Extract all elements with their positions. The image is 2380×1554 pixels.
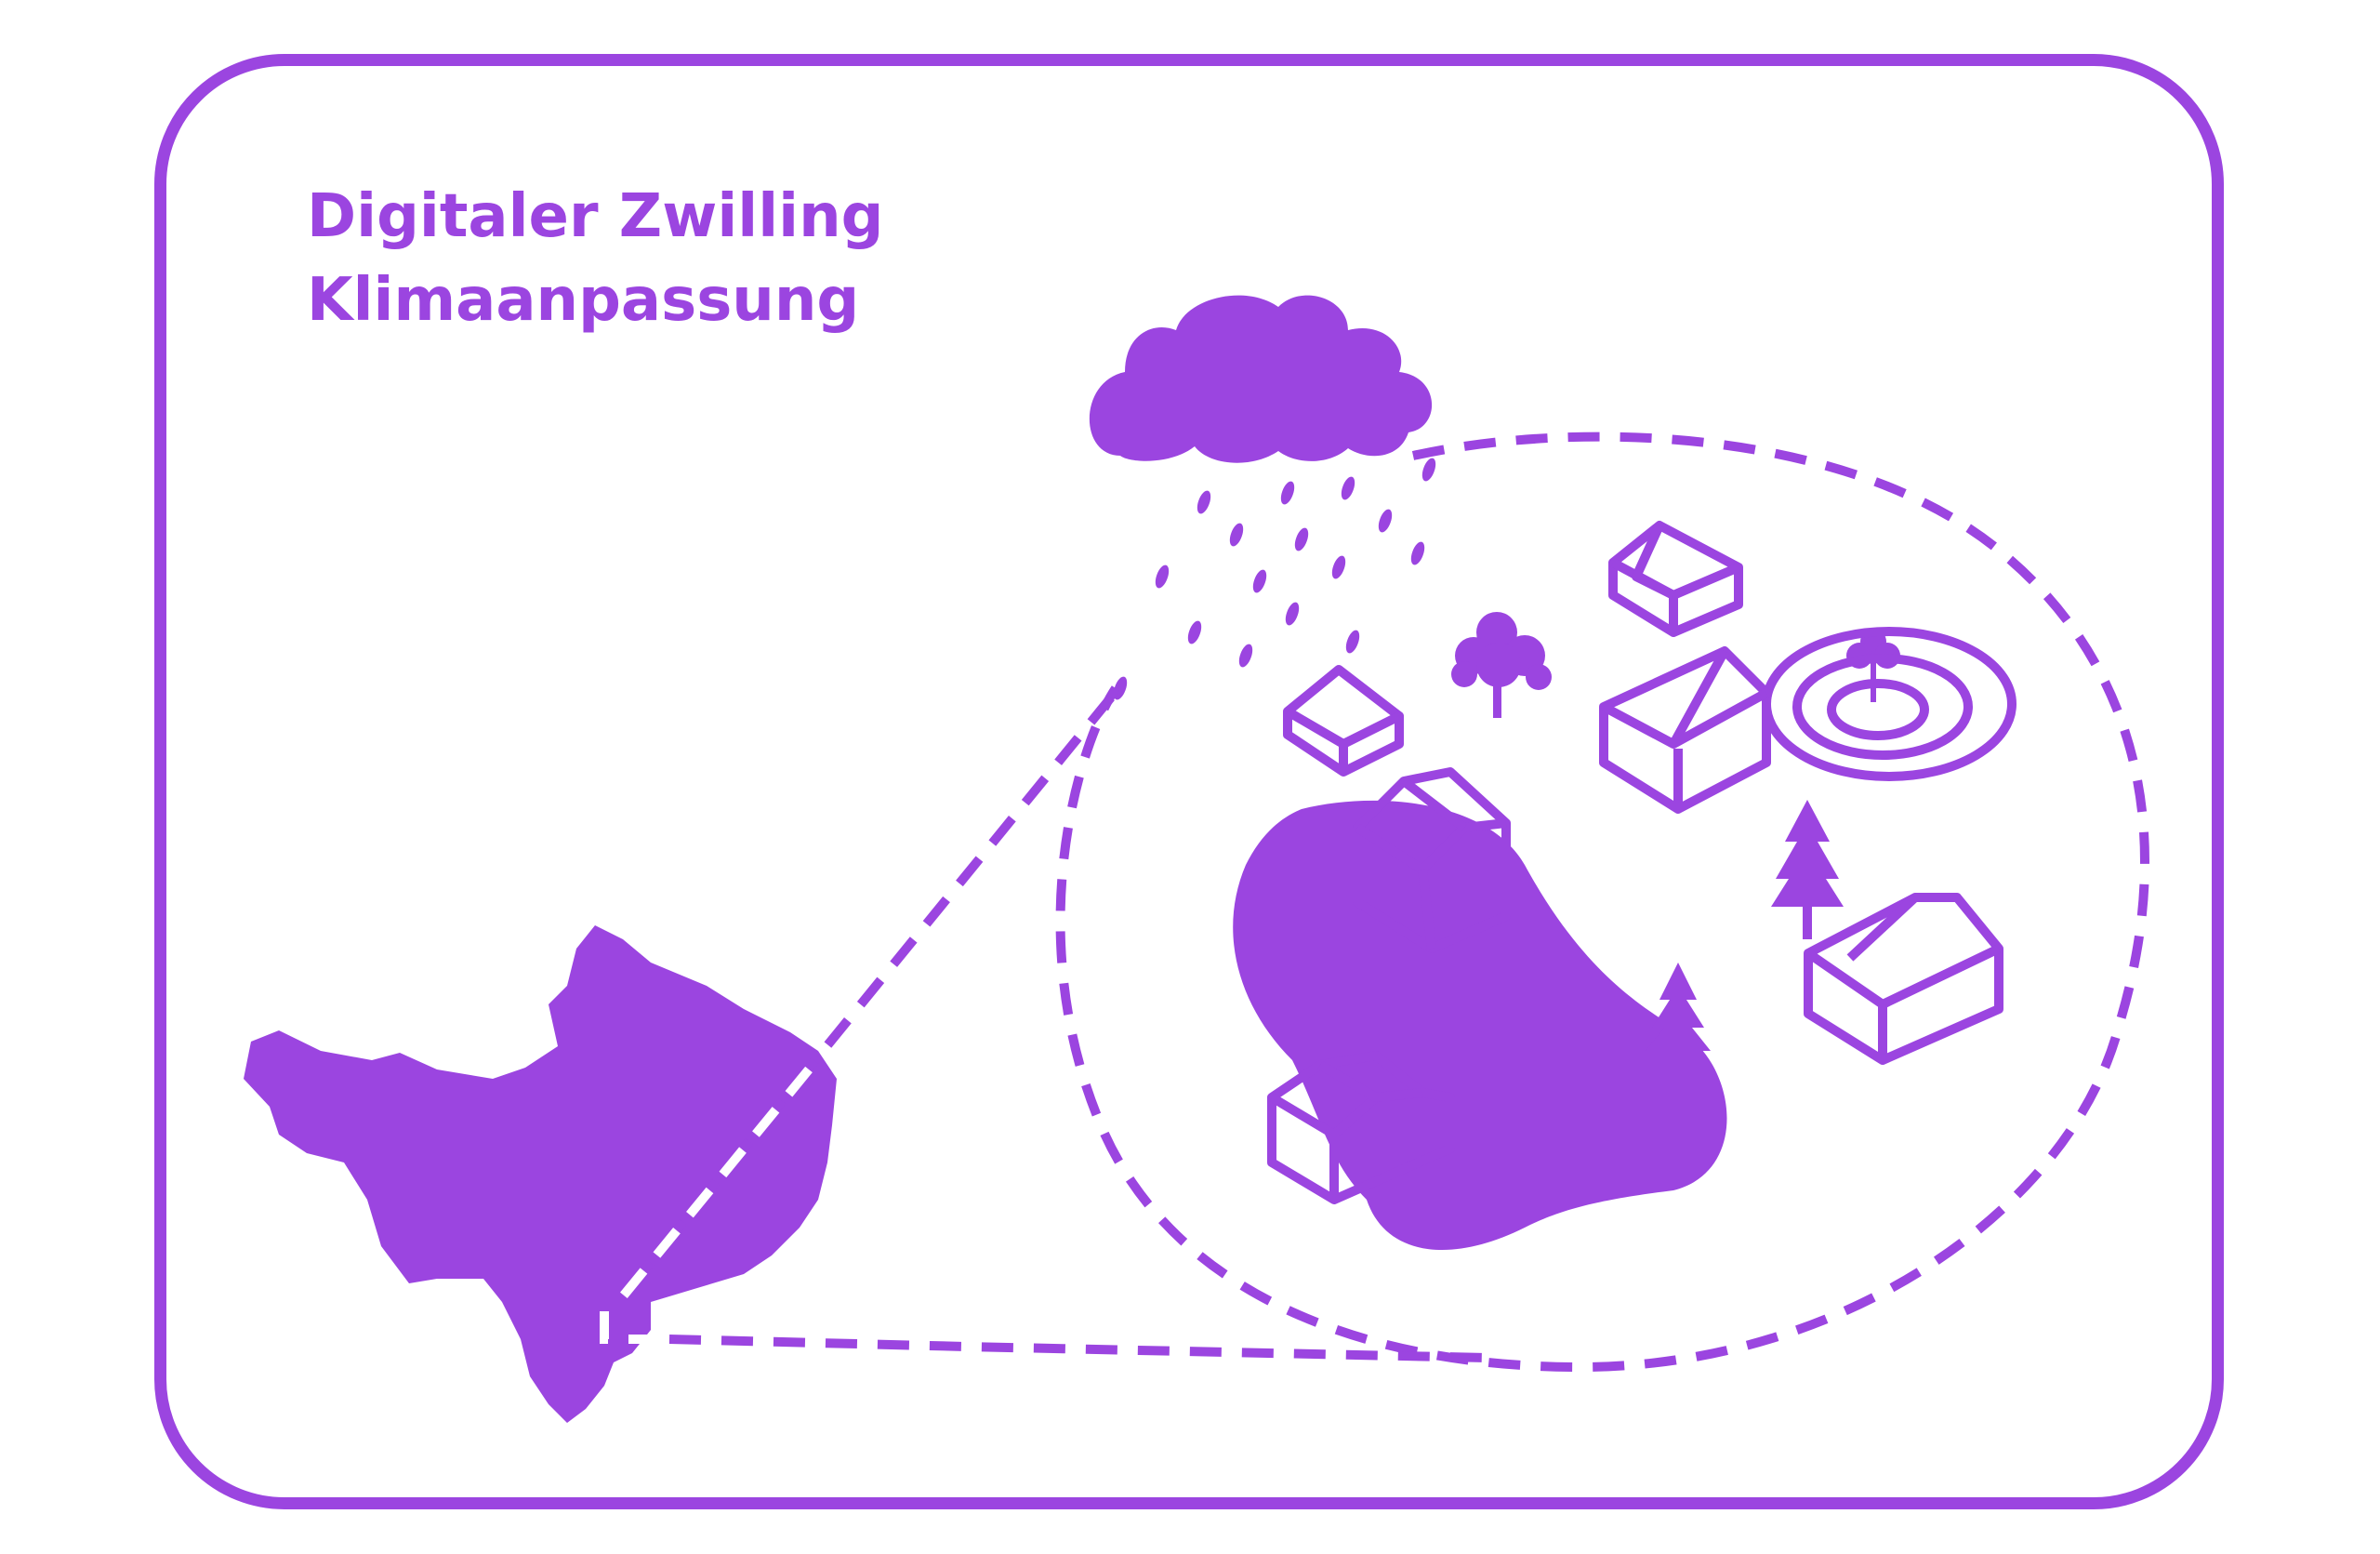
house-icon xyxy=(1608,521,1743,637)
house-icon xyxy=(1804,893,2003,1065)
house-icon xyxy=(1353,767,1511,953)
flood-area-icon xyxy=(1233,800,1727,1250)
rain-icon xyxy=(1113,458,1436,700)
pine-tree-icon xyxy=(1771,800,1844,939)
title-line-2: Klimaanpassung xyxy=(307,266,860,335)
pine-tree-icon xyxy=(1646,963,1711,1069)
cloud-icon xyxy=(1089,295,1433,463)
diagram-frame xyxy=(154,54,2224,1509)
tree-icon xyxy=(1451,612,1552,718)
zoom-connector-on-map xyxy=(600,1066,813,1344)
house-icon xyxy=(1599,646,1771,814)
diagram-title: Digitaler Zwilling Klimaanpassung xyxy=(307,175,883,342)
house-icon xyxy=(1283,665,1404,777)
title-line-1: Digitaler Zwilling xyxy=(307,182,884,251)
house-icon xyxy=(1267,1051,1455,1204)
region-map-icon xyxy=(244,925,837,1423)
